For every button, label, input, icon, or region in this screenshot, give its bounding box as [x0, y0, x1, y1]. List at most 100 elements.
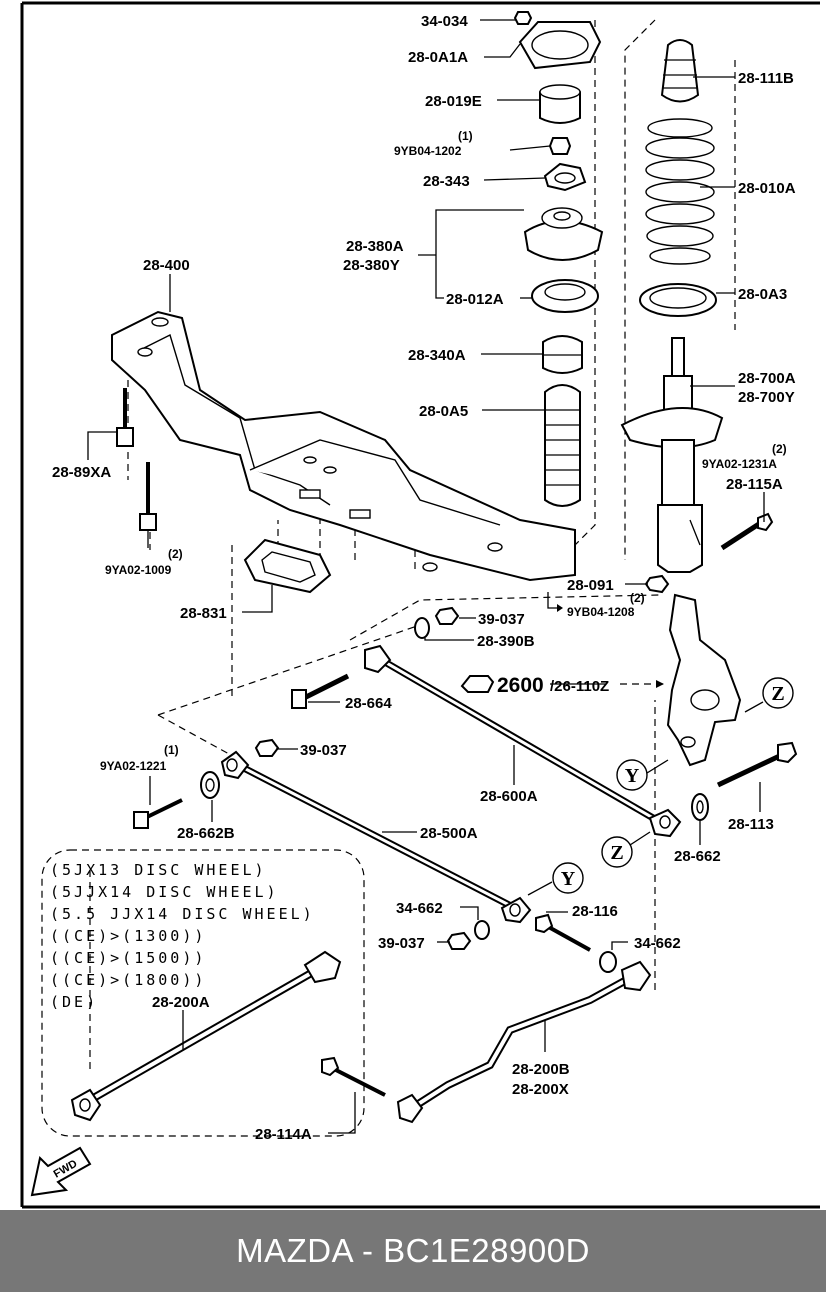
- callout-z-mid-text: Z: [610, 842, 623, 864]
- nut-28-091-icon: [644, 574, 670, 594]
- footer-title: MAZDA - BC1E28900D: [236, 1232, 590, 1269]
- spring-seat-28-012A-icon: [531, 279, 599, 313]
- note-line: ((CE)>(1300)): [50, 927, 206, 945]
- nut-9YB04-1202-icon: [548, 137, 572, 155]
- label-9YB04-1208-qty: (2): [630, 591, 645, 605]
- bushing-28-019E-icon: [539, 84, 581, 124]
- label-28-500A[interactable]: 28-500A: [420, 825, 478, 842]
- label-39-037-c[interactable]: 39-037: [378, 935, 425, 952]
- note-line: (5JJX14 DISC WHEEL): [50, 883, 279, 901]
- label-28-200X[interactable]: 28-200X: [512, 1081, 569, 1098]
- bolt-9YA02-1009-icon: [139, 462, 157, 531]
- callout-y-low: Y: [527, 862, 584, 896]
- coil-spring-28-010A-icon: [645, 118, 715, 265]
- label-28-0A1A[interactable]: 28-0A1A: [408, 49, 468, 66]
- bolt-28-113-icon: [716, 741, 798, 788]
- label-9YA02-1231A[interactable]: 9YA02-1231A: [702, 457, 777, 471]
- label-9YA02-1009[interactable]: 9YA02-1009: [105, 563, 172, 577]
- label-28-010A[interactable]: 28-010A: [738, 180, 796, 197]
- note-line: ((CE)>(1500)): [50, 949, 206, 967]
- reference-hand-icon: [460, 675, 495, 693]
- bracket-28-831-icon: [243, 538, 332, 594]
- label-28-662[interactable]: 28-662: [674, 848, 721, 865]
- washer-34-662-a-icon: [474, 920, 490, 940]
- label-34-034[interactable]: 34-034: [421, 13, 468, 30]
- dust-boot-28-0A5-icon: [544, 384, 581, 507]
- note-line: (5JX13 DISC WHEEL): [50, 861, 267, 879]
- label-28-664[interactable]: 28-664: [345, 695, 392, 712]
- parts-diagram: 34-034 28-0A1A 28-019E (1) 9YB04-1202 28…: [20, 1, 820, 1209]
- label-39-037-b[interactable]: 39-037: [300, 742, 347, 759]
- bolt-28-115A-icon: [720, 512, 774, 551]
- leader-lines: [87, 19, 765, 1134]
- label-28-111B[interactable]: 28-111B: [738, 70, 794, 87]
- insulator-28-0A3-icon: [639, 283, 717, 317]
- link-28-600A-icon: [364, 644, 682, 838]
- label-28-662B[interactable]: 28-662B: [177, 825, 235, 842]
- label-9YB04-1208[interactable]: 9YB04-1208: [567, 605, 635, 619]
- label-28-115A[interactable]: 28-115A: [726, 476, 783, 493]
- washer-34-662-b-icon: [599, 951, 617, 973]
- footer-bar: MAZDA - BC1E28900D: [0, 1210, 826, 1292]
- note-line: (DE): [50, 993, 98, 1011]
- callout-z-mid: Z: [601, 831, 651, 868]
- bump-stop-28-111B-icon: [660, 39, 700, 103]
- label-28-600A[interactable]: 28-600A: [480, 788, 538, 805]
- label-28-114A[interactable]: 28-114A: [255, 1126, 312, 1143]
- mount-plate-28-0A1A-icon: [518, 21, 602, 70]
- bolt-28-89XA-icon: [116, 388, 134, 447]
- label-9YA02-1231A-qty: (2): [772, 442, 787, 456]
- reference-arrowhead-icon: [656, 680, 664, 688]
- callout-y-mid-text: Y: [625, 765, 640, 787]
- note-line: ((CE)>(1800)): [50, 971, 206, 989]
- label-2600[interactable]: 2600: [497, 674, 544, 697]
- label-28-831[interactable]: 28-831: [180, 605, 227, 622]
- label-28-700Y[interactable]: 28-700Y: [738, 389, 795, 406]
- label-28-340A[interactable]: 28-340A: [408, 347, 466, 364]
- label-9YA02-1009-qty: (2): [168, 547, 183, 561]
- label-28-700A[interactable]: 28-700A: [738, 370, 796, 387]
- callout-y-low-text: Y: [561, 868, 576, 890]
- note-box: [41, 849, 365, 1137]
- bolt-28-664-icon: [291, 673, 350, 709]
- label-28-0A3[interactable]: 28-0A3: [738, 286, 787, 303]
- link-28-500A-icon: [220, 750, 532, 924]
- label-28-091[interactable]: 28-091: [567, 577, 614, 594]
- label-28-012A[interactable]: 28-012A: [446, 291, 504, 308]
- label-34-662-a[interactable]: 34-662: [396, 900, 443, 917]
- label-9YB04-1202-qty: (1): [458, 129, 473, 143]
- bumper-28-340A-icon: [542, 335, 583, 374]
- label-26-110Z[interactable]: /26-110Z: [550, 678, 609, 695]
- nut-39-037-b-icon: [254, 738, 280, 757]
- nut-34-034-icon: [513, 11, 533, 25]
- bolt-9YA02-1221-icon: [133, 798, 183, 829]
- arrow-9YB04-1208-icon: [557, 604, 563, 612]
- crossmember-28-400-icon: [111, 310, 576, 582]
- label-28-380Y[interactable]: 28-380Y: [343, 257, 400, 274]
- label-28-89XA[interactable]: 28-89XA: [52, 464, 111, 481]
- washer-28-662B-icon: [200, 771, 220, 799]
- label-28-390B[interactable]: 28-390B: [477, 633, 535, 650]
- label-28-200B[interactable]: 28-200B: [512, 1061, 570, 1078]
- nut-39-037-a-icon: [434, 606, 460, 625]
- label-28-343[interactable]: 28-343: [423, 173, 470, 190]
- label-28-200A[interactable]: 28-200A: [152, 994, 210, 1011]
- label-28-113[interactable]: 28-113: [728, 816, 774, 833]
- label-9YA02-1221[interactable]: 9YA02-1221: [100, 759, 167, 773]
- bolt-28-114A-icon: [321, 1056, 386, 1097]
- label-9YA02-1221-qty: (1): [164, 743, 179, 757]
- label-28-400[interactable]: 28-400: [143, 257, 190, 274]
- note-line: (5.5 JJX14 DISC WHEEL): [50, 905, 315, 923]
- trailing-link-28-200B-icon: [396, 960, 652, 1124]
- washer-28-390B-icon: [414, 617, 430, 639]
- callout-z-top: Z: [744, 677, 794, 713]
- label-34-662-b[interactable]: 34-662: [634, 935, 681, 952]
- label-39-037-a[interactable]: 39-037: [478, 611, 525, 628]
- label-28-380A[interactable]: 28-380A: [346, 238, 404, 255]
- wheel-notes: (5JX13 DISC WHEEL) (5JJX14 DISC WHEEL) (…: [50, 861, 315, 1011]
- fwd-arrow-icon: FWD: [30, 1146, 92, 1197]
- label-9YB04-1202[interactable]: 9YB04-1202: [394, 144, 462, 158]
- label-28-019E[interactable]: 28-019E: [425, 93, 482, 110]
- label-28-116[interactable]: 28-116: [572, 903, 618, 920]
- label-28-0A5[interactable]: 28-0A5: [419, 403, 468, 420]
